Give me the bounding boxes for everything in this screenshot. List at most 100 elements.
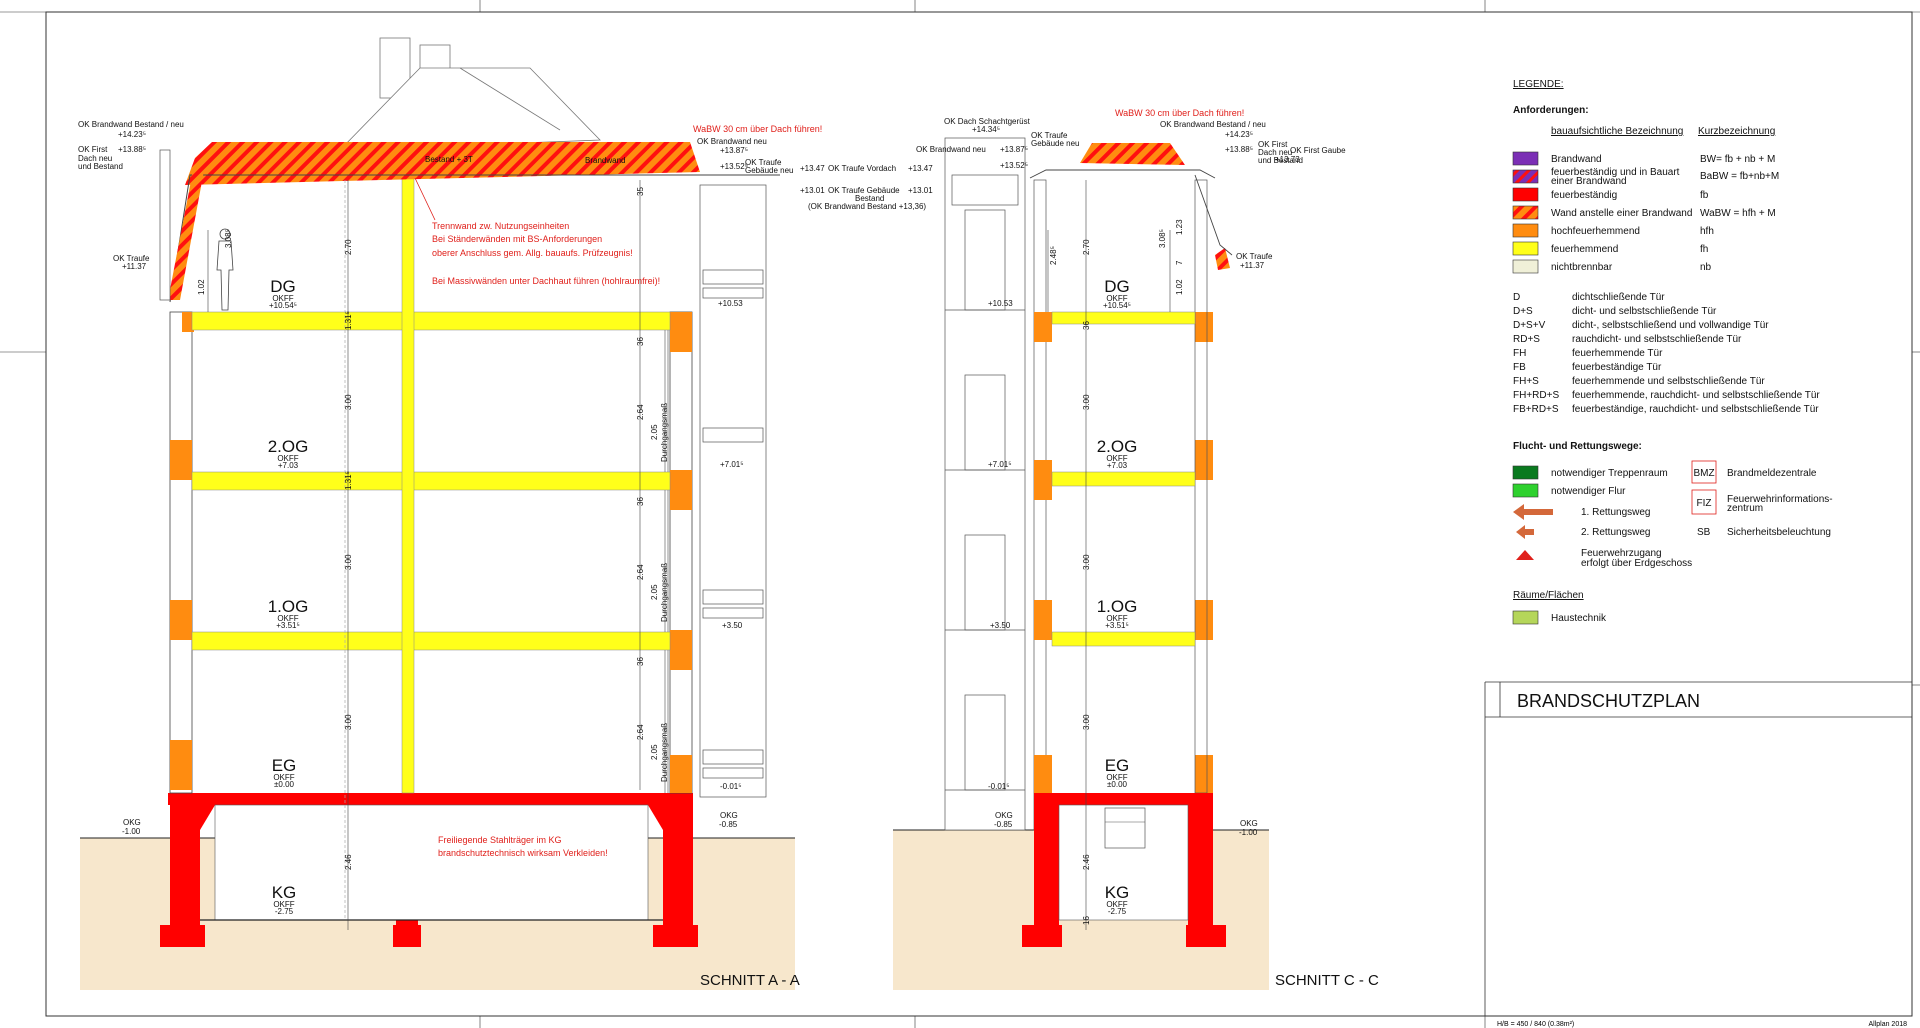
level-c-2: +7.01⁵ — [988, 460, 1012, 469]
svg-text:OKFF: OKFF — [1106, 294, 1127, 303]
scale-info: H/B = 450 / 840 (0.38m²) — [1497, 1021, 1574, 1028]
svg-text:±0.00: ±0.00 — [274, 780, 295, 789]
svg-text:1.OG: 1.OG — [268, 597, 309, 616]
section-a-title: SCHNITT A - A — [700, 972, 800, 989]
section-c-shaft — [944, 137, 1026, 831]
dim-a-11: 2.05 — [650, 744, 659, 760]
door-code-3: RD+S — [1513, 334, 1540, 345]
dim-a-10: 2.05 — [650, 584, 659, 600]
door-code-4: FH — [1513, 348, 1526, 359]
legend-material-6: nichtbrennbar nb — [1512, 259, 1712, 274]
dim-a-5: 2.46 — [344, 854, 353, 870]
svg-text:EG: EG — [1105, 756, 1130, 775]
value-okg-a-r: -0.85 — [719, 820, 738, 829]
section-a-walls — [169, 311, 693, 794]
section-c-roof — [1029, 143, 1233, 270]
value-geb-bestand: +13.01 — [800, 186, 825, 195]
dim-a-17: 36 — [636, 657, 645, 666]
svg-text:feuerhemmend: feuerhemmend — [1551, 244, 1618, 255]
svg-text:feuerbeständig und in Bauart: feuerbeständig und in Bauart — [1551, 167, 1680, 178]
dim-a-18: 35 — [636, 187, 645, 196]
note-trennwand-1: Trennwand zw. Nutzungseinheiten — [432, 221, 569, 231]
label-geb-bestand: OK Traufe Gebäude — [828, 186, 900, 195]
section-a-texts: OK Brandwand Bestand / neu +14.23⁵ OK Fi… — [78, 120, 933, 989]
svg-text:Haustechnik: Haustechnik — [1551, 613, 1607, 624]
door-desc-0: dichtschließende Tür — [1572, 292, 1665, 303]
level-a-2: +7.01⁵ — [720, 460, 744, 469]
legend-col1: bauaufsichtliche Bezeichnung — [1551, 126, 1683, 137]
dim-c-8: 1.02 — [1175, 279, 1184, 295]
svg-text:+10.54⁵: +10.54⁵ — [269, 301, 297, 310]
floor-label-a-2: 1.OG OKFF +3.51⁵ — [268, 597, 309, 630]
arrow-left-icon — [1513, 504, 1553, 520]
dim-a-9: 2.05 — [650, 424, 659, 440]
label-c-und-bestand: und Bestand — [1258, 156, 1303, 165]
floor-label-a-0: DG OKFF +10.54⁵ — [269, 277, 297, 310]
svg-text:OKFF: OKFF — [1106, 614, 1127, 623]
label-brandwand-paren: (OK Brandwand Bestand +13,36) — [808, 202, 926, 211]
dim-c-7: 2.46 — [1082, 854, 1091, 870]
legend-doors: D dichtschließende Tür D+S dicht- und se… — [1513, 292, 1820, 415]
note-stahl-2: brandschutztechnisch wirksam Verkleiden! — [438, 848, 608, 858]
svg-text:KG: KG — [272, 883, 297, 902]
note-trennwand-2: Bei Ständerwänden mit BS-Anforderungen — [432, 234, 602, 244]
floor-label-c-1: 2.OG OKFF +7.03 — [1097, 437, 1138, 470]
dim-a-14: Durchgangsmaß — [660, 723, 669, 782]
section-c-texts: OK Dach Schachtgerüst +14.34⁵ OK Brandwa… — [916, 108, 1379, 989]
svg-text:OKFF: OKFF — [1106, 454, 1127, 463]
legend-title: LEGENDE: — [1513, 79, 1564, 90]
svg-text:EG: EG — [272, 756, 297, 775]
svg-text:OKFF: OKFF — [273, 773, 294, 782]
door-code-1: D+S — [1513, 306, 1533, 317]
label-brandwand-neu: OK Brandwand neu — [697, 137, 767, 146]
svg-text:nb: nb — [1700, 262, 1712, 273]
software-info: Allplan 2018 — [1868, 1021, 1907, 1028]
section-c-title: SCHNITT C - C — [1275, 972, 1379, 989]
dim-c-11: 36 — [1082, 321, 1091, 330]
value-c-okg-r: -1.00 — [1239, 828, 1258, 837]
legend-col2: Kurzbezeichnung — [1698, 126, 1775, 137]
svg-text:fb: fb — [1700, 190, 1709, 201]
svg-text:Brandwand: Brandwand — [1551, 154, 1602, 165]
svg-text:einer Brandwand: einer Brandwand — [1551, 176, 1627, 187]
door-desc-7: feuerhemmende, rauchdicht- und selbstsch… — [1572, 390, 1820, 401]
floor-label-c-4: KG OKFF -2.75 — [1105, 883, 1130, 916]
svg-text:fh: fh — [1700, 244, 1708, 255]
door-desc-8: feuerbeständige, rauchdicht- und selbsts… — [1572, 404, 1819, 415]
dim-a-15: 36 — [636, 337, 645, 346]
door-code-2: D+S+V — [1513, 320, 1546, 331]
door-desc-3: rauchdicht- und selbstschließende Tür — [1572, 334, 1742, 345]
dim-a-6: 2.64 — [636, 404, 645, 420]
section-c-dim-lines — [1047, 180, 1171, 930]
value-vordach: +13.47 — [800, 164, 825, 173]
svg-text:±0.00: ±0.00 — [1107, 780, 1128, 789]
svg-text:BMZ: BMZ — [1693, 468, 1714, 479]
svg-text:KG: KG — [1105, 883, 1130, 902]
door-desc-1: dicht- und selbstschließende Tür — [1572, 306, 1717, 317]
section-a-dim-lines — [207, 180, 641, 930]
floor-label-a-3: EG OKFF ±0.00 — [272, 756, 297, 789]
legend-flucht-4: Feuerwehrzugang erfolgt über Erdgeschoss — [1516, 548, 1692, 569]
door-desc-5: feuerbeständige Tür — [1572, 362, 1662, 373]
door-desc-6: feuerhemmende und selbstschließende Tür — [1572, 376, 1765, 387]
label-schacht: OK Dach Schachtgerüst — [944, 117, 1031, 126]
svg-text:2. Rettungsweg: 2. Rettungsweg — [1581, 527, 1651, 538]
dim-a-0: 2.70 — [344, 239, 353, 255]
title-block: BRANDSCHUTZPLAN H/B = 450 / 840 (0.38m²)… — [1484, 681, 1912, 1028]
floor-label-c-3: EG OKFF ±0.00 — [1105, 756, 1130, 789]
dim-a-4: 3.00 — [344, 714, 353, 730]
svg-text:erfolgt über Erdgeschoss: erfolgt über Erdgeschoss — [1581, 558, 1692, 569]
door-desc-4: feuerhemmende Tür — [1572, 348, 1663, 359]
person-silhouette — [216, 228, 234, 311]
dim-a-8: 2.64 — [636, 724, 645, 740]
label-brandwand-bestand: OK Brandwand Bestand / neu — [78, 120, 184, 129]
legend-raeume-title: Räume/Flächen — [1513, 590, 1584, 601]
svg-text:BaBW = fb+nb+M: BaBW = fb+nb+M — [1700, 171, 1779, 182]
legend-material-1: feuerbeständig und in Bauart einer Brand… — [1512, 167, 1779, 187]
dim-a-7: 2.64 — [636, 564, 645, 580]
level-c-1: +10.53 — [988, 299, 1013, 308]
section-a-roof — [159, 142, 780, 303]
svg-text:2.OG: 2.OG — [268, 437, 309, 456]
floor-label-a-4: KG OKFF -2.75 — [272, 883, 297, 916]
value-c-first: +13.88⁵ — [1225, 145, 1253, 154]
